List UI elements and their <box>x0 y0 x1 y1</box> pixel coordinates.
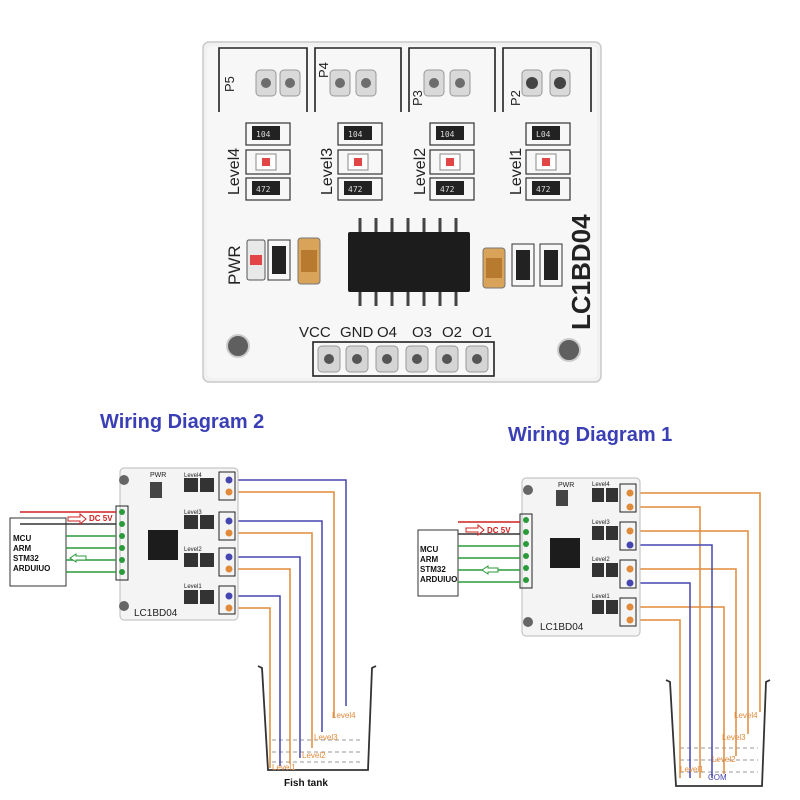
diagram2-signal-arrow <box>69 553 87 563</box>
right-components <box>482 243 563 289</box>
resistor-label: 104 <box>348 130 363 139</box>
diagram2-mcu-line: ARM <box>13 544 32 553</box>
diagram2-level-label: Level1 <box>272 763 296 772</box>
diagram2-level-label: Level4 <box>332 711 356 720</box>
level-label-4: Level4 <box>226 148 243 195</box>
header-pads <box>255 69 571 97</box>
diagram2-signal-lines <box>66 535 116 573</box>
diagram2-board <box>119 467 239 621</box>
diagram1-power-lines <box>458 521 520 535</box>
pin-label: VCC <box>299 324 331 341</box>
board-model-label: LC1BD04 <box>566 214 596 330</box>
resistor-label: 472 <box>440 185 455 194</box>
level-label-2: Level2 <box>412 148 429 195</box>
diagram1-header-pins <box>619 483 637 627</box>
diagram1-title: Wiring Diagram 1 <box>508 424 673 446</box>
resistor-label: 472 <box>536 185 551 194</box>
diagram1-mcu-line: STM32 <box>420 565 446 574</box>
diagram2-board-parts <box>115 475 214 611</box>
diagram2-model-label: LC1BD04 <box>134 608 178 619</box>
level-label-3: Level3 <box>319 148 336 195</box>
resistor-label: 472 <box>256 185 271 194</box>
diagram2-mcu-line: MCU <box>13 534 31 543</box>
pin-header <box>312 341 495 377</box>
diagram2-wires <box>232 479 347 768</box>
diagram1-tank <box>665 679 771 787</box>
diagram1-level-label: Level3 <box>722 733 746 742</box>
mount-hole-right <box>557 338 581 362</box>
mount-hole-left <box>226 334 250 358</box>
level-label-1: Level1 <box>508 148 525 195</box>
pin-label: O3 <box>412 324 432 341</box>
diagram1-mcu-box <box>417 529 459 597</box>
diagram1-mcu-line: ARM <box>420 555 439 564</box>
component-columns: 104 472 104 472 104 472 <box>245 122 571 201</box>
diagram2-level-label: Level2 <box>302 751 326 760</box>
diagram1-level3: Level3 <box>592 520 610 526</box>
diagram2-power-label: DC 5V <box>89 514 113 523</box>
diagram1-level4: Level4 <box>592 482 610 488</box>
diagram2-tank-label: Fish tank <box>284 778 328 789</box>
diagram2-mcu-box <box>9 517 67 587</box>
diagram1-mcu-line: ARDUIUO <box>420 575 457 584</box>
diagram2-level3: Level3 <box>184 510 202 516</box>
diagram2-header-pins <box>218 471 236 615</box>
resistor-label: 104 <box>256 130 271 139</box>
pin-label: O1 <box>472 324 492 341</box>
diagram1-level-label: Level4 <box>734 711 758 720</box>
resistor-label: L04 <box>536 130 551 139</box>
header-label-p2: P2 <box>508 90 523 106</box>
diagram2-level2: Level2 <box>184 547 202 553</box>
pin-label: O4 <box>377 324 397 341</box>
header-label-p4: P4 <box>316 62 331 78</box>
diagram1-signal-arrow <box>481 565 499 575</box>
pwr-label: PWR <box>225 245 244 285</box>
diagram2-pwr-label: PWR <box>150 472 166 479</box>
diagram1-wires <box>632 492 761 778</box>
ic-chip <box>348 218 470 306</box>
diagram1-board <box>521 477 641 637</box>
diagram1-mcu-line: MCU <box>420 545 438 554</box>
diagram1-level2: Level2 <box>592 557 610 563</box>
diagram2-mcu-line: STM32 <box>13 554 39 563</box>
diagram1-board-parts <box>519 485 618 627</box>
diagram2-level4: Level4 <box>184 473 202 479</box>
main-board: P5 P4 P3 P2 Level4 Level3 Level2 Level1 … <box>202 41 602 383</box>
diagram2-title: Wiring Diagram 2 <box>100 411 265 433</box>
header-outlines <box>218 47 592 112</box>
diagram2-power-lines <box>20 511 116 525</box>
diagram2-level1: Level1 <box>184 584 202 590</box>
header-label-p5: P5 <box>222 76 237 92</box>
diagram2-level-label: Level3 <box>314 733 338 742</box>
pin-label: O2 <box>442 324 462 341</box>
pwr-components <box>246 237 321 285</box>
diagram2-mcu-line: ARDUIUO <box>13 564 50 573</box>
diagram1: PWR Level4 Level3 Level2 Level1 LC1BD04 … <box>417 477 771 787</box>
diagram1-level1: Level1 <box>592 594 610 600</box>
diagram1-model-label: LC1BD04 <box>540 622 584 633</box>
diagram1-com-label: COM <box>708 773 727 782</box>
resistor-label: 472 <box>348 185 363 194</box>
diagram1-power-arrow <box>465 523 485 537</box>
diagram2-power-arrow <box>67 512 87 526</box>
diagram1-signal-lines <box>458 545 520 583</box>
diagram1-level-label: Level1 <box>680 765 704 774</box>
diagram1-pwr-label: PWR <box>558 482 574 489</box>
diagram1-power-label: DC 5V <box>487 526 511 535</box>
pin-label: GND <box>340 324 374 341</box>
diagram2: PWR Level4 Level3 Level2 Level1 LC1BD04 … <box>9 467 377 789</box>
diagram1-level-label: Level2 <box>712 755 736 764</box>
header-label-p3: P3 <box>410 90 425 106</box>
diagram2-tank <box>257 665 377 771</box>
resistor-label: 104 <box>440 130 455 139</box>
pin-labels: VCC GND O4 O3 O2 O1 <box>299 324 492 341</box>
